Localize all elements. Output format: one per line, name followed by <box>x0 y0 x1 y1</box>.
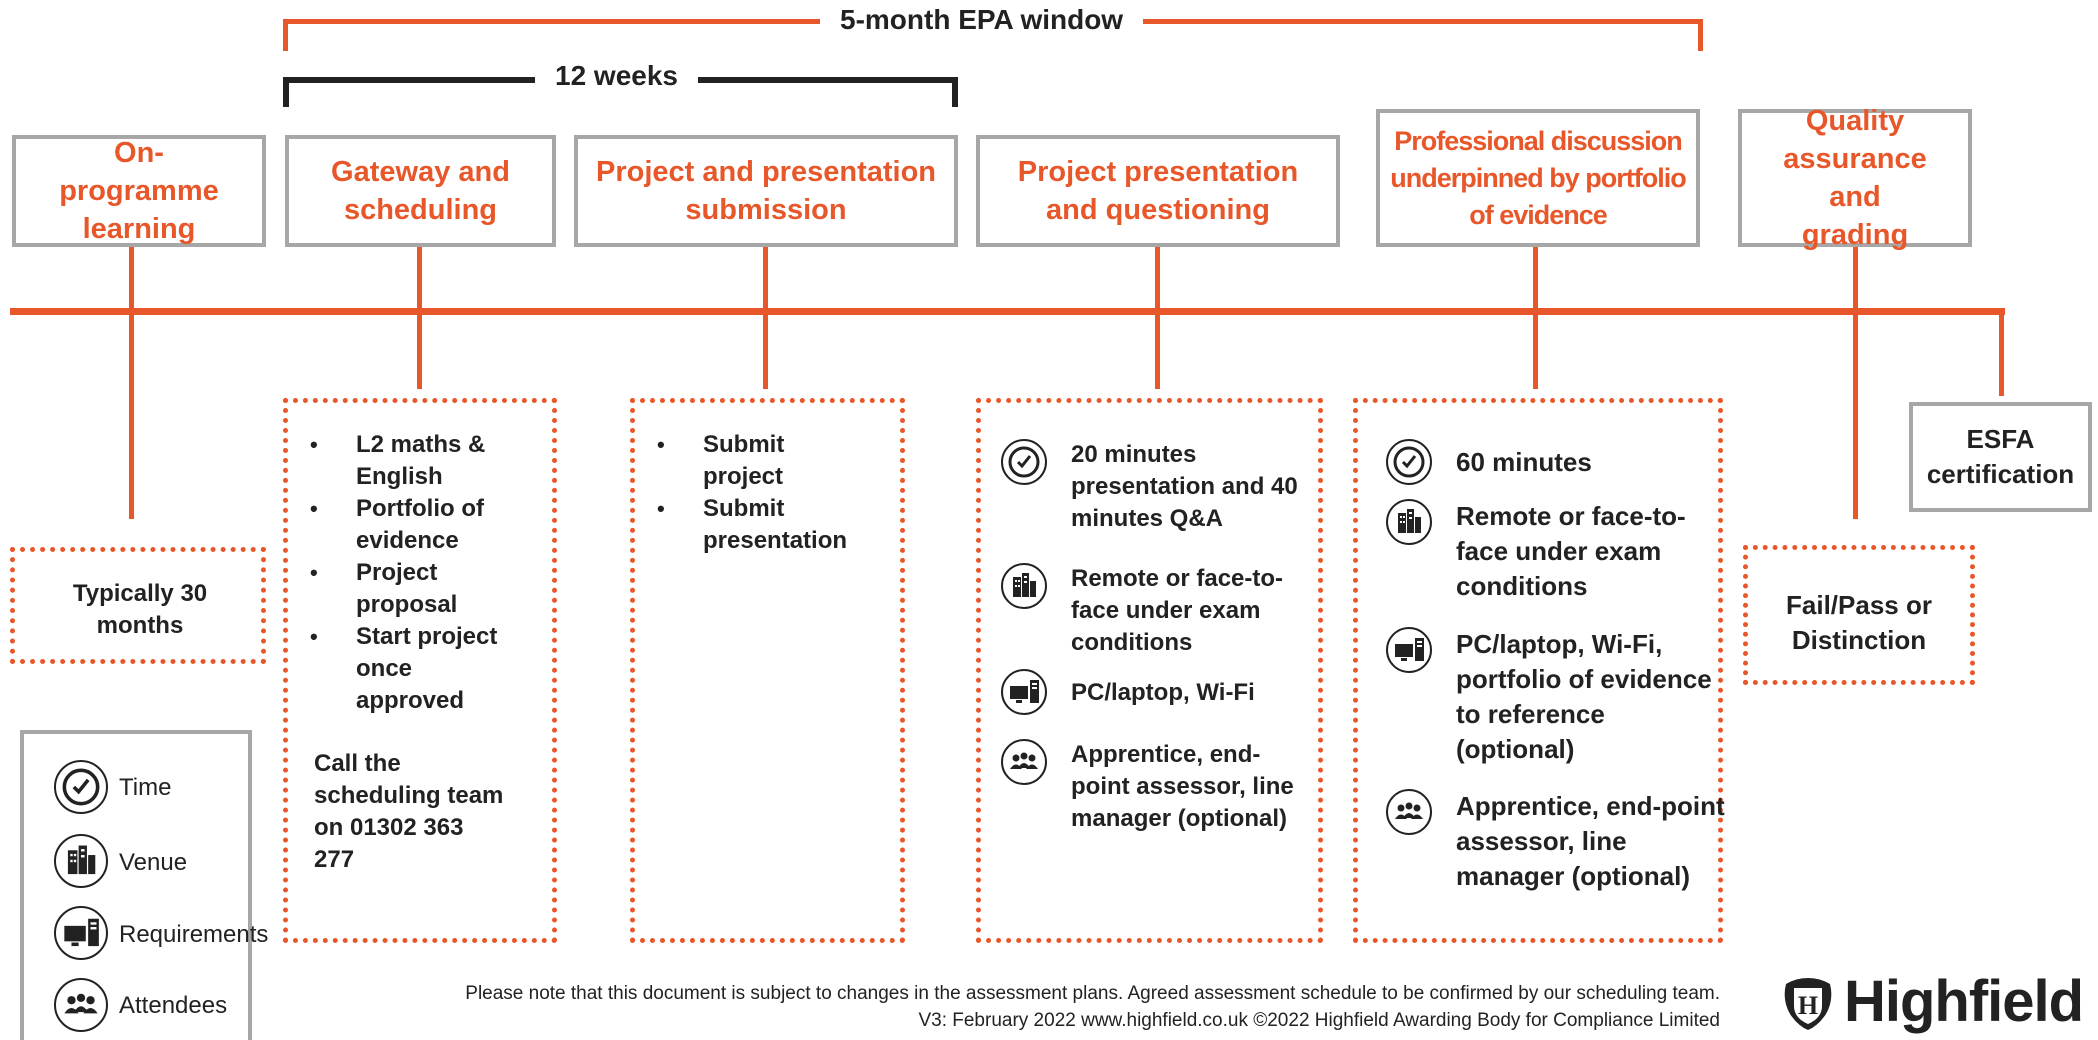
venue-text: Remote or face-to-face under exam condit… <box>1456 501 1686 601</box>
epa-window-label: 5-month EPA window <box>820 4 1144 36</box>
time-text: 60 minutes <box>1456 447 1592 477</box>
connector <box>763 247 768 389</box>
list-item: L2 maths & English <box>310 429 520 493</box>
crest-letter: H <box>1798 991 1818 1020</box>
esfa-box: ESFA certification <box>1909 402 2092 512</box>
legend-attendees-label: Attendees <box>119 992 228 1019</box>
requirements-text: PC/laptop, Wi-Fi, portfolio of evidence … <box>1456 629 1712 764</box>
grading-details: Fail/Pass or Distinction <box>1743 545 1975 685</box>
time-text: 20 minutes presentation and 40 minutes Q… <box>1071 441 1298 532</box>
esfa-label: ESFA certification <box>1926 424 2075 489</box>
connector <box>1999 308 2004 396</box>
legend-requirements-label: Requirements <box>119 921 269 948</box>
presentation-details: 20 minutes presentation and 40 minutes Q… <box>976 398 1323 943</box>
legend: Time Venue Requirements Attendees <box>20 730 268 1040</box>
footer-copyright: V3: February 2022 www.highfield.co.uk ©2… <box>918 1010 1720 1031</box>
stage-discussion: Professional discussion underpinned by p… <box>1376 109 1700 247</box>
stage-submission: Project and presentation submission <box>574 135 958 247</box>
stage-presentation: Project presentation and questioning <box>976 135 1340 247</box>
stage-title: Quality assurance and grading <box>1783 105 1927 251</box>
connector <box>1853 247 1858 519</box>
stage-gateway: Gateway and scheduling <box>285 135 556 247</box>
weeks-label: 12 weeks <box>535 60 698 92</box>
computer-icon <box>54 906 108 960</box>
duration-text: Typically 30 months <box>72 580 208 639</box>
list-item: Project proposal <box>310 557 520 621</box>
building-icon <box>1001 563 1047 609</box>
on-programme-details: Typically 30 months <box>10 547 266 664</box>
stage-quality: Quality assurance and grading <box>1738 105 1972 251</box>
timeline-bar <box>10 308 2005 315</box>
people-icon <box>1001 739 1047 785</box>
grades-text: Fail/Pass or Distinction <box>1786 590 1932 655</box>
stage-title: Gateway and scheduling <box>331 156 510 226</box>
connector <box>1533 247 1538 389</box>
legend-venue-label: Venue <box>119 849 188 876</box>
attendees-text: Apprentice, end-point assessor, line man… <box>1071 741 1294 832</box>
connector <box>129 247 134 519</box>
connector <box>417 247 422 389</box>
list-item: Submit presentation <box>657 493 857 557</box>
submission-details: Submit project Submit presentation <box>630 398 905 943</box>
footer-disclaimer: Please note that this document is subjec… <box>465 983 1720 1004</box>
stage-title: On-programme learning <box>59 137 219 245</box>
stage-title: Professional discussion underpinned by p… <box>1390 125 1686 230</box>
clock-icon <box>1386 439 1432 485</box>
connector <box>1155 247 1160 389</box>
stage-title: Project presentation and questioning <box>1017 156 1299 226</box>
call-scheduling-text: Call the scheduling team on 01302 363 27… <box>314 750 504 873</box>
clock-icon <box>54 760 108 814</box>
computer-icon <box>1386 627 1432 673</box>
gateway-list: L2 maths & English Portfolio of evidence… <box>310 429 520 717</box>
requirements-text: PC/laptop, Wi-Fi <box>1071 679 1255 706</box>
building-icon <box>54 834 108 888</box>
people-icon <box>54 978 108 1032</box>
gateway-details: L2 maths & English Portfolio of evidence… <box>283 398 557 943</box>
list-item: Start project once approved <box>310 621 520 717</box>
discussion-details: 60 minutes Remote or face-to-face under … <box>1353 398 1725 943</box>
stage-title: Project and presentation submission <box>595 156 936 226</box>
clock-icon <box>1001 439 1047 485</box>
attendees-text: Apprentice, end-point assessor, line man… <box>1456 791 1725 891</box>
submission-list: Submit project Submit presentation <box>657 429 857 557</box>
list-item: Submit project <box>657 429 857 493</box>
computer-icon <box>1001 669 1047 715</box>
crest-icon: H <box>1776 970 1840 1034</box>
footer: Please note that this document is subjec… <box>330 980 1720 1034</box>
highfield-logo: H Highfield <box>1776 968 2098 1040</box>
legend-time-label: Time <box>119 774 172 801</box>
building-icon <box>1386 499 1432 545</box>
logo-wordmark: Highfield <box>1844 969 2084 1034</box>
list-item: Portfolio of evidence <box>310 493 520 557</box>
stage-on-programme: On-programme learning <box>12 135 266 247</box>
people-icon <box>1386 789 1432 835</box>
venue-text: Remote or face-to-face under exam condit… <box>1071 565 1284 656</box>
